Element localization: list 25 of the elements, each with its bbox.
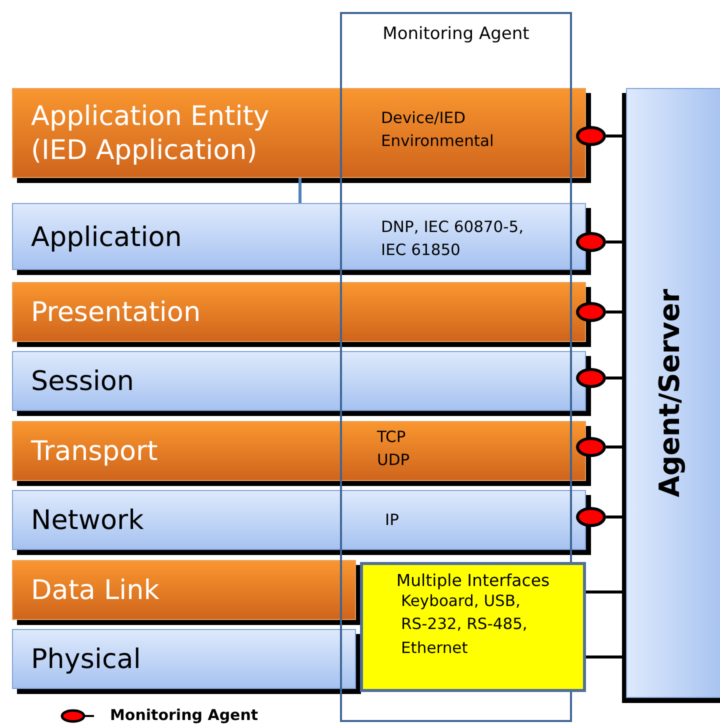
layer-name: Physical [31, 643, 142, 677]
monitoring-agent-marker [576, 507, 606, 527]
layer-name: Application [31, 220, 183, 254]
interfaces-list: Keyboard, USB, RS-232, RS-485, Ethernet [401, 590, 551, 660]
monitoring-agent-marker [576, 232, 606, 252]
interfaces-box [360, 562, 586, 692]
layer-name: Session [31, 365, 136, 399]
column-title: Monitoring Agent [382, 24, 530, 44]
layer-name: Transport [31, 435, 159, 469]
monitoring-agent-marker [576, 368, 606, 388]
legend-label: Monitoring Agent [110, 706, 258, 724]
protocol-label: TCP UDP [377, 427, 411, 472]
protocol-label: IP [385, 510, 400, 531]
server-label: Agent/Server [653, 289, 686, 498]
monitoring-agent-marker [576, 437, 606, 457]
layer-name: Application Entity (IED Application) [31, 100, 270, 168]
monitoring-agent-marker [576, 126, 606, 146]
protocol-label: DNP, IEC 60870-5, IEC 61850 [381, 217, 525, 262]
protocol-label: Device/IED Environmental [381, 108, 495, 152]
interfaces-heading: Multiple Interfaces [395, 571, 551, 590]
layer-name: Data Link [31, 574, 160, 608]
monitoring-agent-marker [576, 302, 606, 322]
layer-name: Presentation [31, 296, 202, 330]
connector-line [298, 178, 302, 203]
layer-name: Network [31, 504, 145, 538]
